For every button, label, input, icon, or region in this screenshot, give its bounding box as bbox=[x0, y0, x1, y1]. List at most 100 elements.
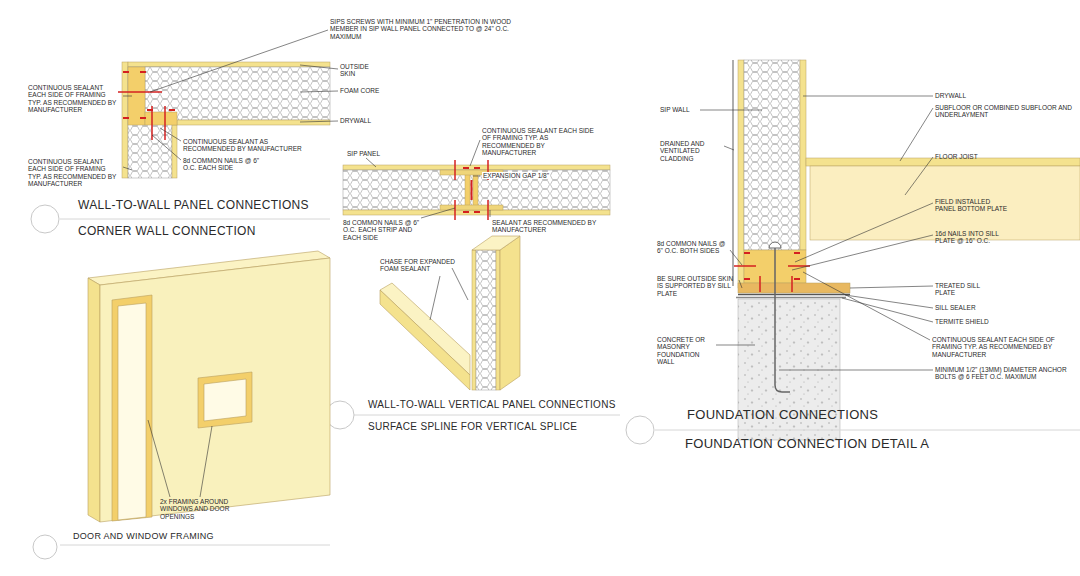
sealant-mark bbox=[794, 278, 800, 280]
callout-note: CONTINUOUS SEALANT EACH SIDE OF FRAMING … bbox=[482, 127, 600, 157]
panel-face bbox=[500, 236, 520, 390]
foam-core bbox=[744, 60, 800, 250]
section-title: FOUNDATION CONNECTION DETAIL A bbox=[685, 437, 929, 452]
callout-note: CONCRETE OR MASONRY FOUNDATION WALL bbox=[657, 336, 715, 366]
sealant-mark bbox=[169, 109, 175, 111]
callout-note: CONTINUOUS SEALANT AS RECOMMENDED BY MAN… bbox=[183, 138, 313, 153]
nail bbox=[164, 106, 166, 140]
title-rule bbox=[60, 545, 330, 546]
leader-line bbox=[850, 286, 933, 288]
floor-joist bbox=[810, 166, 1080, 240]
callout-note: SIP PANEL bbox=[347, 150, 380, 157]
panel-side bbox=[88, 278, 100, 522]
leader-line bbox=[200, 426, 212, 497]
drywall bbox=[172, 125, 177, 178]
section-title: SURFACE SPLINE FOR VERTICAL SPLICE bbox=[368, 421, 577, 433]
callout-note: TERMITE SHIELD bbox=[935, 318, 989, 325]
sill-sealer bbox=[738, 294, 850, 296]
leader-line bbox=[842, 298, 933, 322]
callout-note: 2x FRAMING AROUND WINDOWS AND DOOR OPENI… bbox=[160, 498, 238, 520]
panel-face bbox=[380, 290, 470, 390]
leader-line bbox=[724, 146, 734, 150]
callout-note: 8d COMMON NAILS @ 6" O.C. EACH STRIP AND… bbox=[343, 219, 423, 241]
callout-note: SIP WALL bbox=[660, 106, 690, 113]
surface-spline bbox=[440, 205, 503, 210]
outside-skin bbox=[738, 60, 744, 288]
panel-face bbox=[380, 283, 470, 375]
callout-note: FLOOR JOIST bbox=[935, 153, 978, 160]
callout-note: FOAM CORE bbox=[340, 87, 380, 94]
leader-line bbox=[300, 121, 338, 122]
drywall bbox=[177, 120, 330, 125]
leader-line bbox=[803, 96, 933, 97]
section-title: DOOR AND WINDOW FRAMING bbox=[73, 531, 214, 541]
sealant-mark bbox=[744, 278, 750, 280]
cladding bbox=[732, 60, 733, 286]
termite-shield bbox=[736, 297, 846, 299]
callout-note: EXPANSION GAP 1/8" bbox=[482, 172, 550, 179]
leader-line bbox=[716, 345, 755, 346]
door-framing bbox=[112, 295, 152, 521]
outside-skin bbox=[343, 165, 610, 170]
section-marker bbox=[33, 535, 57, 559]
leader-line bbox=[152, 135, 181, 160]
panel-top bbox=[472, 236, 520, 250]
nail bbox=[454, 200, 456, 220]
nail bbox=[151, 106, 153, 140]
panel-skin bbox=[472, 250, 476, 390]
leader-line bbox=[452, 268, 468, 300]
sealant-mark bbox=[474, 167, 480, 169]
callout-note: BE SURE OUTSIDE SKIN IS SUPPORTED BY SIL… bbox=[657, 275, 737, 297]
nail bbox=[791, 276, 793, 292]
leader-line bbox=[300, 65, 338, 69]
leader-line bbox=[795, 203, 933, 262]
sealant-mark bbox=[140, 117, 146, 119]
sealant-mark bbox=[123, 71, 129, 73]
leader-line bbox=[739, 280, 742, 288]
leader-line bbox=[779, 370, 933, 371]
leader-line bbox=[473, 176, 480, 177]
leader-line bbox=[148, 420, 170, 497]
callout-note: FIELD INSTALLED PANEL BOTTOM PLATE bbox=[935, 198, 1010, 213]
leader-line bbox=[300, 91, 338, 92]
section-marker bbox=[31, 205, 59, 233]
bolt-nut bbox=[769, 242, 781, 248]
callout-note: SEALANT AS RECOMMENDED BY MANUFACTURER bbox=[492, 219, 607, 234]
foam-core bbox=[343, 170, 610, 210]
nail bbox=[487, 200, 489, 220]
callout-note: 8d COMMON NAILS @ 6" O.C. BOTH SIDES bbox=[657, 240, 729, 255]
leader-line bbox=[421, 208, 455, 218]
outside-skin bbox=[122, 62, 128, 178]
section-marker bbox=[626, 416, 654, 444]
framing-member bbox=[145, 112, 177, 125]
leader-line bbox=[792, 235, 933, 270]
sealant-mark bbox=[140, 71, 146, 73]
callout-note: 16d NAILS INTO SILL PLATE @ 16" O.C. bbox=[935, 230, 1015, 245]
callout-note: OUTSIDE SKIN bbox=[340, 63, 385, 78]
leader-line bbox=[900, 108, 933, 161]
drawing bbox=[31, 60, 1080, 559]
leader-line bbox=[366, 158, 376, 167]
callout-note: TREATED SILL PLATE bbox=[935, 282, 1000, 297]
section-title: FOUNDATION CONNECTIONS bbox=[687, 408, 878, 423]
drywall bbox=[800, 60, 806, 250]
panel-skin bbox=[496, 250, 500, 390]
window-opening bbox=[204, 379, 246, 421]
leader-line bbox=[123, 96, 132, 97]
panel-face bbox=[100, 258, 330, 522]
callout-note: DRYWALL bbox=[340, 117, 371, 124]
leader-line bbox=[490, 210, 491, 217]
sealant-mark bbox=[474, 211, 480, 213]
callout-note: DRYWALL bbox=[935, 92, 966, 99]
callout-note: SILL SEALER bbox=[935, 304, 976, 311]
inside-skin bbox=[343, 210, 610, 215]
sealant-mark bbox=[744, 252, 750, 254]
section-title: WALL-TO-WALL VERTICAL PANEL CONNECTIONS bbox=[368, 399, 616, 411]
nail bbox=[734, 265, 756, 267]
leader-line bbox=[803, 272, 930, 340]
leader-line bbox=[700, 110, 762, 111]
sealant-mark bbox=[471, 180, 473, 200]
callout-note: MINIMUM 1/2" (13MM) DIAMETER ANCHOR BOLT… bbox=[935, 366, 1077, 381]
leader-line bbox=[123, 167, 132, 170]
